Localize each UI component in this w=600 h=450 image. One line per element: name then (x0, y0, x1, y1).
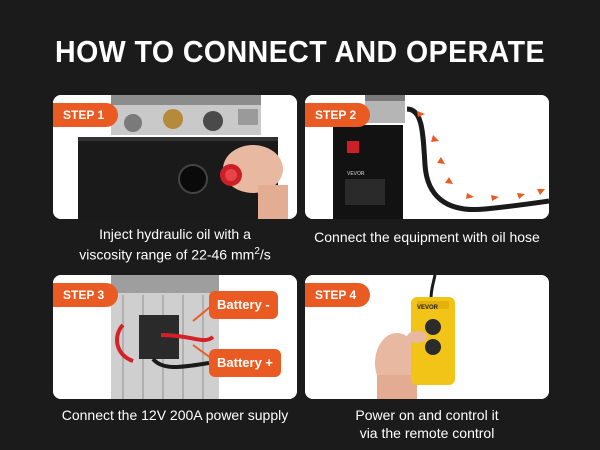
step-4-badge: STEP 4 (305, 283, 371, 307)
step-1-badge: STEP 1 (53, 103, 119, 127)
pump-tank-illustration (53, 95, 297, 219)
step-3-caption: Connect the 12V 200A power supply (61, 407, 289, 423)
step-2-caption: Connect the equipment with oil hose (314, 229, 540, 245)
step-4-caption-line1: Power on and control it (355, 407, 499, 423)
vevor-remote-logo: VEVOR (417, 305, 439, 311)
step-2-badge: STEP 2 (305, 103, 371, 127)
step-1-caption-sup: 2 (254, 246, 260, 257)
battery-positive-label: Battery + (209, 349, 281, 377)
step-4-card: VEVOR STEP 4 (305, 275, 549, 399)
step-4-caption: Power on and control it via the remote c… (277, 406, 577, 442)
step-2-card: VEVOR STEP 2 (305, 95, 549, 219)
step-3-badge: STEP 3 (53, 283, 119, 307)
battery-negative-label: Battery - (209, 291, 278, 319)
vevor-tank-logo: VEVOR (347, 171, 365, 177)
step-1-caption-line2: viscosity range of 22-46 mm (79, 246, 255, 263)
page-title: HOW TO CONNECT AND OPERATE (55, 34, 545, 69)
step-1-caption-unit: /s (259, 246, 271, 263)
step-1-card: STEP 1 (53, 95, 297, 219)
step-3-card: STEP 3 Battery - Battery + (53, 275, 297, 399)
step-4-caption-line2: via the remote control (359, 425, 495, 441)
step-1-caption-line1: Inject hydraulic oil with a (99, 226, 251, 242)
step-1-caption: Inject hydraulic oil with a viscosity ra… (25, 225, 325, 264)
